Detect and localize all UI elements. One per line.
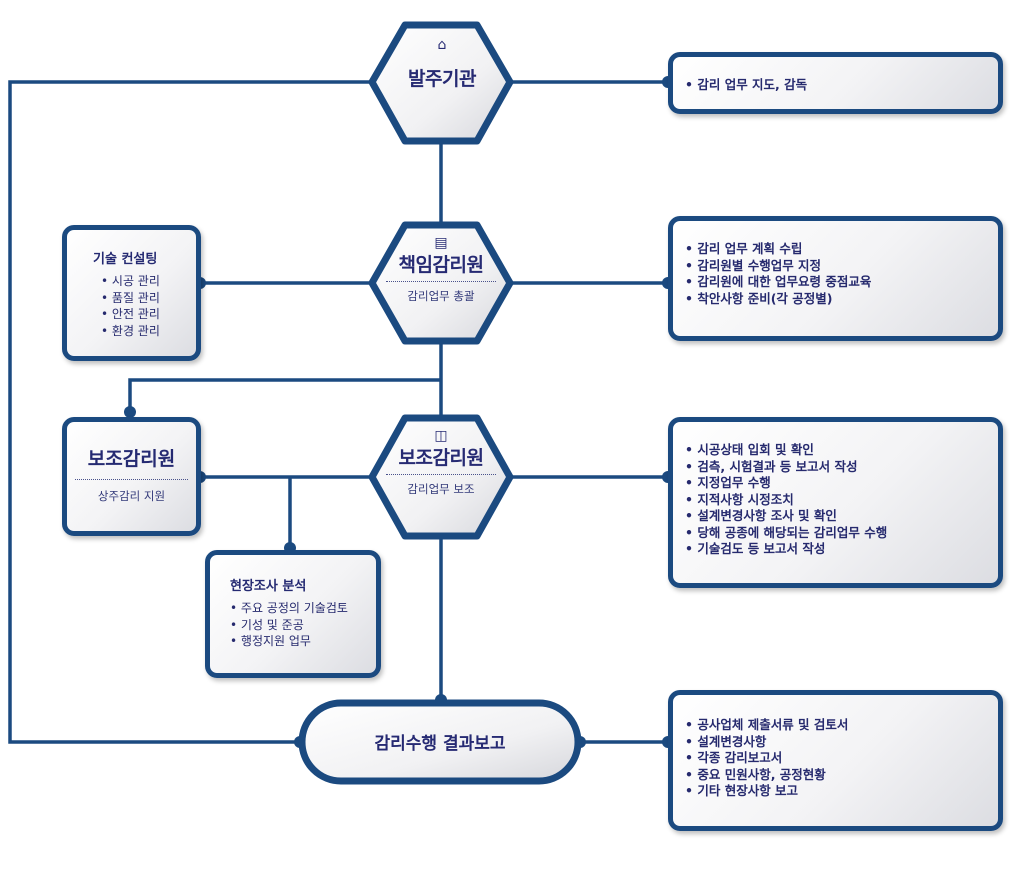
report-item: 기타 현장사항 보고 <box>685 783 998 800</box>
home-icon: ⌂ <box>437 37 447 53</box>
client-node[interactable]: ⌂ 발주기관 <box>392 38 492 91</box>
consulting-title: 기술 컨설팅 <box>93 252 158 267</box>
assistant-duties-box: 시공상태 입회 및 확인 검측, 시험결과 등 보고서 작성 지정업무 수행 지… <box>668 417 1003 588</box>
client-title: 발주기관 <box>408 68 476 90</box>
duty-item: 당해 공종에 해당되는 감리업무 수행 <box>685 525 998 542</box>
chief-node[interactable]: ▤ 책임감리원 감리업무 총괄 <box>382 236 500 304</box>
consulting-item: 환경 관리 <box>101 323 196 340</box>
field-survey-title: 현장조사 분석 <box>230 579 307 594</box>
book-icon: ◫ <box>434 428 448 444</box>
field-survey-item: 기성 및 준공 <box>230 617 376 634</box>
assistant-hexagon <box>368 414 514 540</box>
report-title[interactable]: 감리수행 결과보고 <box>374 734 506 754</box>
duty-item: 설계변경사항 조사 및 확인 <box>685 508 998 525</box>
duty-item: 감리 업무 지도, 감독 <box>685 77 998 94</box>
consulting-item: 안전 관리 <box>101 306 196 323</box>
field-survey-box: 현장조사 분석 주요 공정의 기술검토 기성 및 준공 행정지원 업무 <box>205 550 381 678</box>
chief-duties-box: 감리 업무 계획 수립 감리원별 수행업무 지정 감리원에 대한 업무요령 중점… <box>668 216 1003 341</box>
duty-item: 지적사항 시정조치 <box>685 492 998 509</box>
duty-item: 검측, 시험결과 등 보고서 작성 <box>685 459 998 476</box>
duty-item: 지정업무 수행 <box>685 475 998 492</box>
report-item: 각종 감리보고서 <box>685 750 998 767</box>
document-icon: ▤ <box>434 235 448 251</box>
assistant-node[interactable]: ◫ 보조감리원 감리업무 보조 <box>382 429 500 497</box>
chief-hexagon <box>368 221 514 345</box>
duty-item: 시공상태 입회 및 확인 <box>685 442 998 459</box>
consulting-box: 기술 컨설팅 시공 관리 품질 관리 안전 관리 환경 관리 <box>62 225 201 361</box>
chief-title: 책임감리원 <box>398 254 484 276</box>
duty-item: 감리원별 수행업무 지정 <box>685 258 998 275</box>
report-pill <box>298 699 582 785</box>
divider <box>386 474 496 475</box>
report-item: 설계변경사항 <box>685 734 998 751</box>
field-survey-item: 주요 공정의 기술검토 <box>230 600 376 617</box>
resident-assistant-box: 보조감리원 상주감리 지원 <box>62 417 201 536</box>
consulting-item: 시공 관리 <box>101 273 196 290</box>
consulting-item: 품질 관리 <box>101 290 196 307</box>
client-hexagon <box>368 21 514 145</box>
duty-item: 착안사항 준비(각 공정별) <box>685 291 998 308</box>
report-items-box: 공사업체 제출서류 및 검토서 설계변경사항 각종 감리보고서 중요 민원사항,… <box>668 690 1003 831</box>
client-duties-box: 감리 업무 지도, 감독 <box>668 52 1003 114</box>
field-survey-item: 행정지원 업무 <box>230 633 376 650</box>
resident-assistant-title: 보조감리원 <box>87 448 176 470</box>
duty-item: 감리 업무 계획 수립 <box>685 241 998 258</box>
assistant-subtitle: 감리업무 보조 <box>407 482 475 496</box>
chief-subtitle: 감리업무 총괄 <box>407 289 475 303</box>
duty-item: 기술검도 등 보고서 작성 <box>685 541 998 558</box>
report-item: 중요 민원사항, 공정현황 <box>685 767 998 784</box>
assistant-title: 보조감리원 <box>398 447 484 469</box>
resident-assistant-subtitle: 상주감리 지원 <box>97 489 166 503</box>
divider <box>386 281 496 282</box>
report-item: 공사업체 제출서류 및 검토서 <box>685 717 998 734</box>
divider <box>75 479 188 480</box>
duty-item: 감리원에 대한 업무요령 중점교육 <box>685 274 998 291</box>
